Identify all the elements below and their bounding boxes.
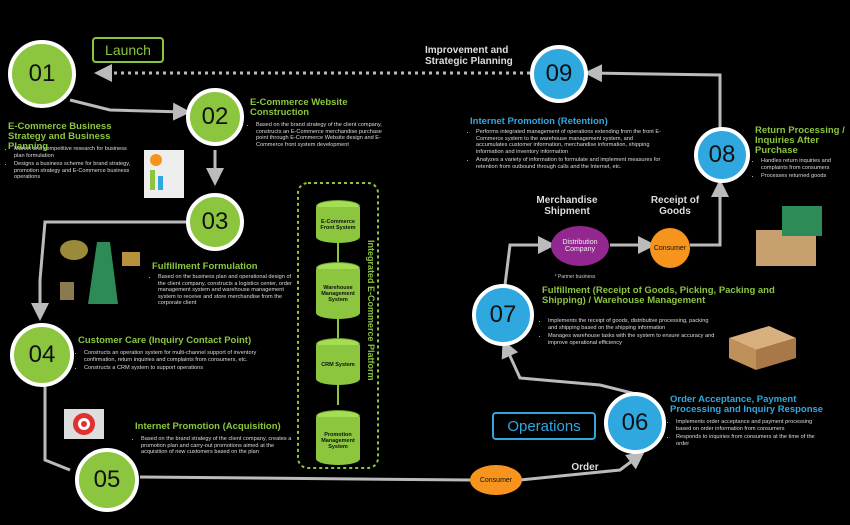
step-04-bullet-1: Constructs an operation system for multi… (84, 350, 288, 363)
step-09-bullet-2: Analyzes a variety of information to for… (476, 157, 665, 170)
receipt-of-goods-label: Receipt of Goods (650, 195, 700, 217)
step-05-number: 05 (93, 466, 121, 493)
step-01-title: E-Commerce Business Strategy and Busines… (8, 121, 112, 152)
step-07-title: Fulfillment (Receipt of Goods, Picking, … (542, 285, 775, 306)
step-01-number: 01 (28, 60, 56, 87)
step-04-bullet-2: Constructs a CRM system to support opera… (84, 365, 288, 372)
fashion-goods-illustration (60, 240, 140, 304)
step-02-bullet-1: Based on the brand strategy of the clien… (256, 122, 390, 148)
operations-label: Operations (507, 417, 581, 435)
step-05-bullet-1: Based on the brand strategy of the clien… (141, 436, 295, 456)
step-03-title: Fulfillment Formulation (152, 261, 258, 272)
step-06-body: Implements order acceptance and payment … (670, 419, 820, 449)
step-01-bullet-2: Designs a business scheme for brand stra… (14, 161, 138, 181)
system-crm-label: CRM System (316, 345, 360, 385)
step-09-circle: 09 (530, 45, 588, 103)
system-warehouse-label: Warehouse Management System (316, 269, 360, 319)
step-06-number: 06 (621, 409, 649, 436)
step-07-circle: 07 (472, 284, 534, 346)
step-07-bullet-1: Implements the receipt of goods, distrib… (548, 318, 717, 331)
improvement-label: Improvement and Strategic Planning (425, 45, 513, 67)
system-warehouse: Warehouse Management System (316, 262, 360, 319)
platform-label: Integrated E-Commerce Platform (366, 240, 376, 381)
step-04-number: 04 (28, 341, 56, 368)
step-02-title: E-Commerce Website Construction (250, 97, 348, 118)
step-08-body: Handles return inquiries and complaints … (755, 158, 845, 182)
system-promotion-label: Promotion Management System (316, 417, 360, 465)
merchandise-shipment-label: Merchandise Shipment (536, 195, 598, 217)
step-05-body: Based on the brand strategy of the clien… (135, 436, 295, 458)
business-plan-illustration (144, 150, 184, 198)
step-01-body: Market and competitive research for busi… (8, 146, 138, 183)
step-09-bullet-1: Performs integrated management of operat… (476, 129, 665, 155)
step-09-title: Internet Promotion (Retention) (470, 116, 608, 127)
step-06-circle: 06 (604, 392, 666, 454)
system-front: E-Commerce Front System (316, 200, 360, 243)
step-08-bullet-2: Processes returned goods (761, 173, 845, 180)
consumer-pill-order: Consumer (470, 465, 522, 495)
step-06-title: Order Acceptance, Payment Processing and… (670, 394, 824, 415)
step-07-bullet-2: Manages warehouse tasks with the system … (548, 333, 717, 346)
consumer-pill-receipt: Consumer (650, 228, 690, 268)
launch-tag: Launch (92, 37, 164, 63)
step-07-number: 07 (489, 301, 517, 328)
launch-label: Launch (105, 42, 151, 58)
partner-note: * Partner business (554, 274, 596, 280)
returned-goods-illustration (756, 206, 822, 266)
step-02-number: 02 (201, 103, 229, 130)
step-09-number: 09 (545, 60, 573, 87)
system-promotion: Promotion Management System (316, 410, 360, 465)
step-03-number: 03 (201, 208, 229, 235)
order-label: Order (571, 462, 599, 473)
step-04-circle: 04 (10, 323, 74, 387)
step-08-title: Return Processing / Inquiries After Purc… (755, 125, 845, 156)
step-05-title: Internet Promotion (Acquisition) (135, 421, 281, 432)
system-crm: CRM System (316, 338, 360, 385)
operations-tag: Operations (492, 412, 596, 440)
step-06-bullet-2: Responds to inquiries from consumers at … (676, 434, 820, 447)
step-07-body: Implements the receipt of goods, distrib… (542, 318, 717, 348)
step-08-bullet-1: Handles return inquiries and complaints … (761, 158, 845, 171)
step-03-body: Based on the business plan and operation… (152, 274, 292, 309)
target-monitor-illustration (64, 409, 104, 439)
step-01-bullet-1: Market and competitive research for busi… (14, 146, 138, 159)
step-08-number: 08 (708, 141, 736, 168)
step-03-circle: 03 (186, 193, 244, 251)
step-03-bullet-1: Based on the business plan and operation… (158, 274, 292, 307)
step-02-body: Based on the brand strategy of the clien… (250, 122, 390, 150)
step-06-bullet-1: Implements order acceptance and payment … (676, 419, 820, 432)
cardboard-box-illustration (729, 326, 796, 370)
step-04-body: Constructs an operation system for multi… (78, 350, 288, 374)
step-08-circle: 08 (694, 127, 750, 183)
step-05-circle: 05 (75, 448, 139, 512)
step-09-body: Performs integrated management of operat… (470, 129, 665, 173)
step-04-title: Customer Care (Inquiry Contact Point) (78, 335, 252, 346)
distribution-company-pill: Distribution Company (551, 226, 609, 266)
step-01-circle: 01 (8, 40, 76, 108)
step-02-circle: 02 (186, 88, 244, 146)
system-front-label: E-Commerce Front System (316, 207, 360, 243)
